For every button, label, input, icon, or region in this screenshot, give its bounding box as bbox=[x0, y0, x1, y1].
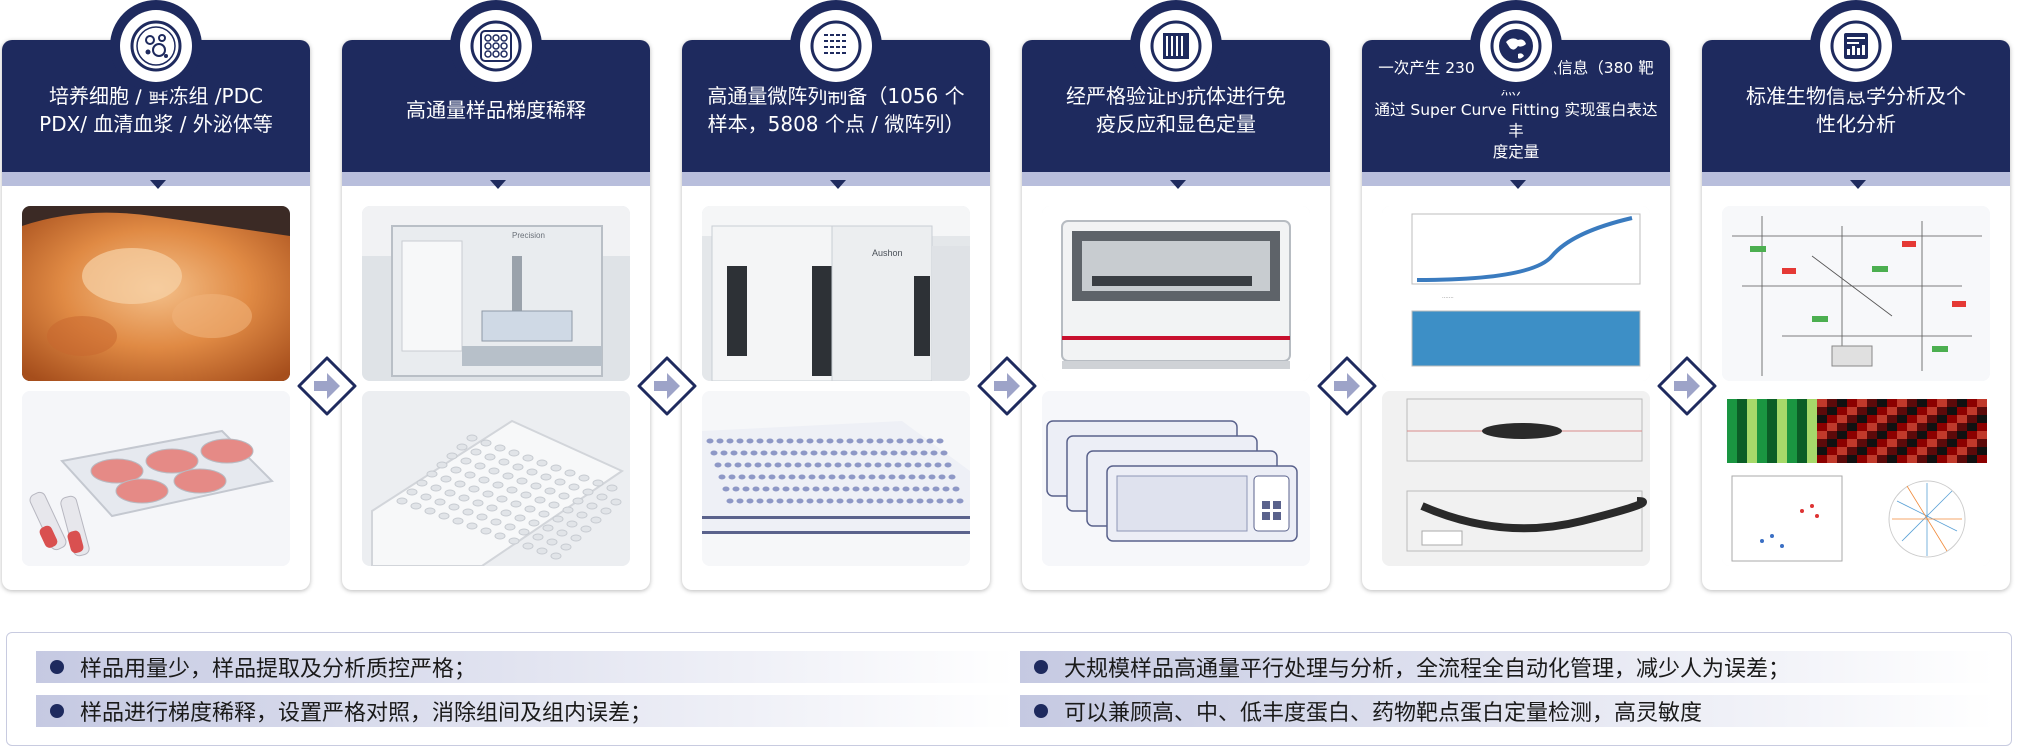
feature-text: 样品进行梯度稀释，设置严格对照，消除组间及组内误差； bbox=[80, 701, 653, 726]
arrow-right-icon bbox=[977, 356, 1037, 416]
microplate-image bbox=[362, 391, 630, 566]
header-caret bbox=[830, 180, 846, 189]
feature-text: 大规模样品高通量平行处理与分析，全流程全自动化管理，减少人为误差； bbox=[1064, 657, 1791, 682]
microarray-slide-image bbox=[702, 391, 970, 566]
arrow-right-icon bbox=[297, 356, 357, 416]
well-plate-icon bbox=[470, 20, 522, 72]
header-stripe bbox=[1022, 172, 1330, 186]
feature-item: 样品进行梯度稀释，设置严格对照，消除组间及组内误差； bbox=[36, 695, 1016, 727]
step-5: 一次产生 230 万个数据点信息（380 靶点） 通过 Super Curve … bbox=[1362, 0, 1670, 592]
step-icon-circle bbox=[450, 0, 542, 92]
heatmap-network-image bbox=[1722, 391, 1990, 566]
liquid-handler-image: Precision bbox=[362, 206, 630, 381]
header-stripe bbox=[682, 172, 990, 186]
header-caret bbox=[150, 180, 166, 189]
autostainer-image bbox=[1042, 206, 1310, 381]
bullet-dot-icon bbox=[50, 660, 64, 674]
arrayer-brand-label: Aushon bbox=[872, 248, 903, 258]
bullet-dot-icon bbox=[50, 704, 64, 718]
tissue-sample-image bbox=[22, 206, 290, 381]
arrayer-machine-image: Aushon bbox=[702, 206, 970, 381]
stained-array-icon bbox=[1150, 20, 1202, 72]
instrument-brand-label: Precision bbox=[512, 231, 545, 240]
world-map-icon bbox=[1490, 20, 1542, 72]
header-stripe bbox=[1362, 172, 1670, 186]
svg-text:.......: ....... bbox=[1442, 294, 1454, 300]
header-caret bbox=[1170, 180, 1186, 189]
feature-text: 样品用量少，样品提取及分析质控严格； bbox=[80, 657, 477, 682]
step-3: 高通量微阵列制备（1056 个 样本，5808 个点 / 微阵列） Aus bbox=[682, 0, 990, 592]
pathway-map-image bbox=[1722, 206, 1990, 381]
header-caret bbox=[490, 180, 506, 189]
feature-text: 可以兼顾高、中、低丰度蛋白、药物靶点蛋白定量检测，高灵敏度 bbox=[1064, 701, 1703, 726]
step-title: 高通量样品梯度稀释 bbox=[406, 98, 586, 122]
header-caret bbox=[1850, 180, 1866, 189]
feature-item: 大规模样品高通量平行处理与分析，全流程全自动化管理，减少人为误差； bbox=[1020, 651, 1995, 683]
header-caret bbox=[1510, 180, 1526, 189]
arrow-right-icon bbox=[1317, 356, 1377, 416]
stacked-slides-image bbox=[1042, 391, 1310, 566]
residual-plots-image bbox=[1382, 391, 1650, 566]
header-stripe bbox=[2, 172, 310, 186]
step-title: 培养细胞 / 鲜冻组 /PDC PDX/ 血清血浆 / 外泌体等 bbox=[39, 84, 273, 136]
arrow-right-icon bbox=[637, 356, 697, 416]
bullet-dot-icon bbox=[1034, 660, 1048, 674]
step-icon-circle bbox=[1130, 0, 1222, 92]
step-icon-circle bbox=[1810, 0, 1902, 92]
header-stripe bbox=[1702, 172, 2010, 186]
step-4: 经严格验证的抗体进行免 疫反应和显色定量 bbox=[1022, 0, 1330, 592]
step-1: 培养细胞 / 鲜冻组 /PDC PDX/ 血清血浆 / 外泌体等 bbox=[2, 0, 310, 592]
step-2: 高通量样品梯度稀释 Precision bbox=[342, 0, 650, 592]
step-title: 高通量微阵列制备（1056 个 样本，5808 个点 / 微阵列） bbox=[707, 84, 965, 136]
step-6: 标准生物信息学分析及个 性化分析 bbox=[1702, 0, 2010, 592]
cell-culture-dish-icon bbox=[130, 20, 182, 72]
step-icon-circle bbox=[1470, 0, 1562, 92]
feature-item: 样品用量少，样品提取及分析质控严格； bbox=[36, 651, 1016, 683]
arrow-right-icon bbox=[1657, 356, 1717, 416]
curve-fitting-plots-image: ....... bbox=[1382, 206, 1650, 381]
step-icon-circle bbox=[790, 0, 882, 92]
microarray-chip-icon bbox=[810, 20, 862, 72]
step-icon-circle bbox=[110, 0, 202, 92]
feature-item: 可以兼顾高、中、低丰度蛋白、药物靶点蛋白定量检测，高灵敏度 bbox=[1020, 695, 1995, 727]
features-panel bbox=[6, 632, 2012, 746]
analysis-report-icon bbox=[1830, 20, 1882, 72]
cell-culture-plate-image bbox=[22, 391, 290, 566]
bullet-dot-icon bbox=[1034, 704, 1048, 718]
header-stripe bbox=[342, 172, 650, 186]
